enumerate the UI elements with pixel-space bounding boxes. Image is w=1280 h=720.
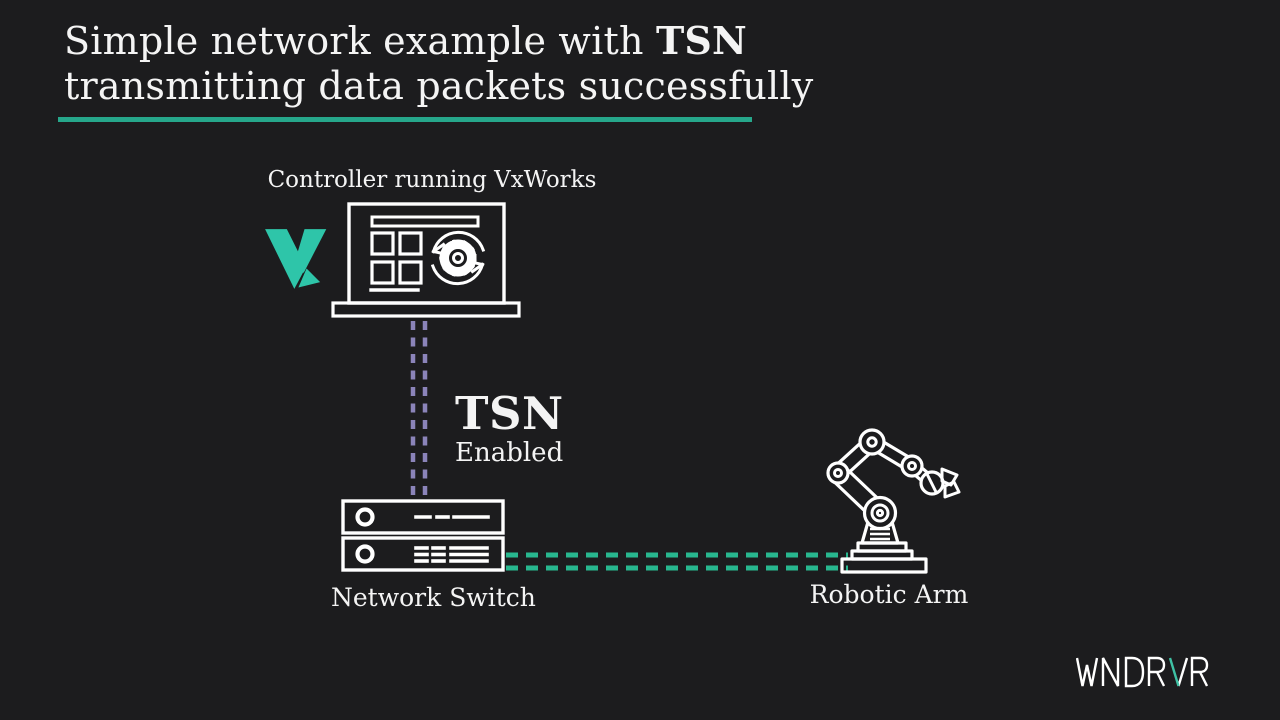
network-switch-icon: [341, 499, 505, 572]
title-line1-regular: Simple network example with: [64, 19, 656, 63]
title-line2: transmitting data packets successfully: [64, 64, 814, 108]
title-line1-bold: TSN: [655, 18, 747, 63]
tsn-horizontal-link: [506, 552, 848, 571]
switch-label: Network Switch: [331, 583, 536, 612]
controller-label: Controller running VxWorks: [267, 167, 597, 193]
robotic-arm-icon: [826, 428, 961, 574]
windriver-logo-icon: [1076, 656, 1209, 688]
tsn-label-subtitle: Enabled: [455, 438, 564, 468]
tsn-enabled-label: TSN Enabled: [455, 391, 564, 468]
controller-laptop-icon: [331, 202, 521, 318]
gear-sync-icon: [430, 230, 486, 286]
title-underline-rule: [58, 117, 752, 122]
tsn-label-title: TSN: [455, 387, 564, 440]
robot-label: Robotic Arm: [809, 580, 969, 609]
windriver-logo: WNDRVR: [1076, 655, 1218, 689]
page-title: Simple network example with TSN transmit…: [64, 18, 824, 109]
vxworks-logo-icon: [265, 229, 327, 289]
tsn-vertical-link: [410, 321, 428, 500]
